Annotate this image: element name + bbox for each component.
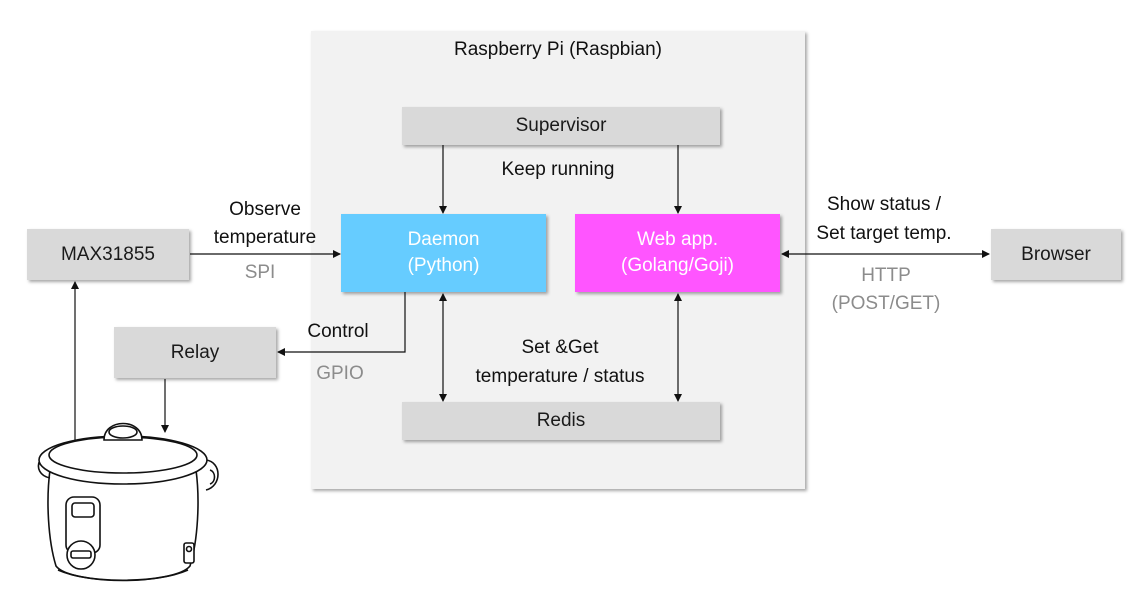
daemon-label-line2: (Python)	[407, 255, 480, 276]
keep-running-label: Keep running	[501, 159, 615, 180]
show-label-line2: Set target temp.	[816, 223, 952, 244]
redis-label: Redis	[536, 410, 586, 432]
webapp-box[interactable]: Web app. (Golang/Goji)	[575, 214, 780, 292]
show-label-line1: Show status /	[826, 194, 942, 215]
daemon-label-line1: Daemon	[407, 229, 480, 251]
daemon-box[interactable]: Daemon (Python)	[341, 214, 546, 292]
observe-label-line1: Observe	[229, 199, 301, 220]
supervisor-box[interactable]: Supervisor	[402, 107, 720, 145]
observe-label-line2: temperature	[213, 227, 317, 248]
setget-label-line2: temperature / status	[475, 366, 645, 387]
relay-label: Relay	[170, 341, 220, 363]
max31855-box[interactable]: MAX31855	[27, 229, 189, 280]
control-label: Control	[307, 321, 369, 342]
http-label-line1: HTTP	[861, 265, 911, 286]
supervisor-label: Supervisor	[515, 115, 607, 137]
daemon-to-relay-arrow	[277, 292, 406, 356]
browser-label: Browser	[1021, 243, 1091, 265]
webapp-label-line2: (Golang/Goji)	[621, 255, 734, 276]
setget-label-line1: Set &Get	[521, 337, 599, 358]
raspberry-pi-title: Raspberry Pi (Raspbian)	[453, 39, 663, 60]
relay-box[interactable]: Relay	[114, 327, 276, 378]
browser-box[interactable]: Browser	[991, 229, 1121, 280]
max31855-label: MAX31855	[60, 243, 155, 265]
redis-box[interactable]: Redis	[402, 402, 720, 440]
gpio-label: GPIO	[316, 363, 364, 384]
rice-cooker-icon	[37, 422, 219, 582]
webapp-label-line1: Web app.	[637, 229, 718, 251]
http-label-line2: (POST/GET)	[831, 293, 941, 314]
spi-label: SPI	[244, 262, 276, 283]
